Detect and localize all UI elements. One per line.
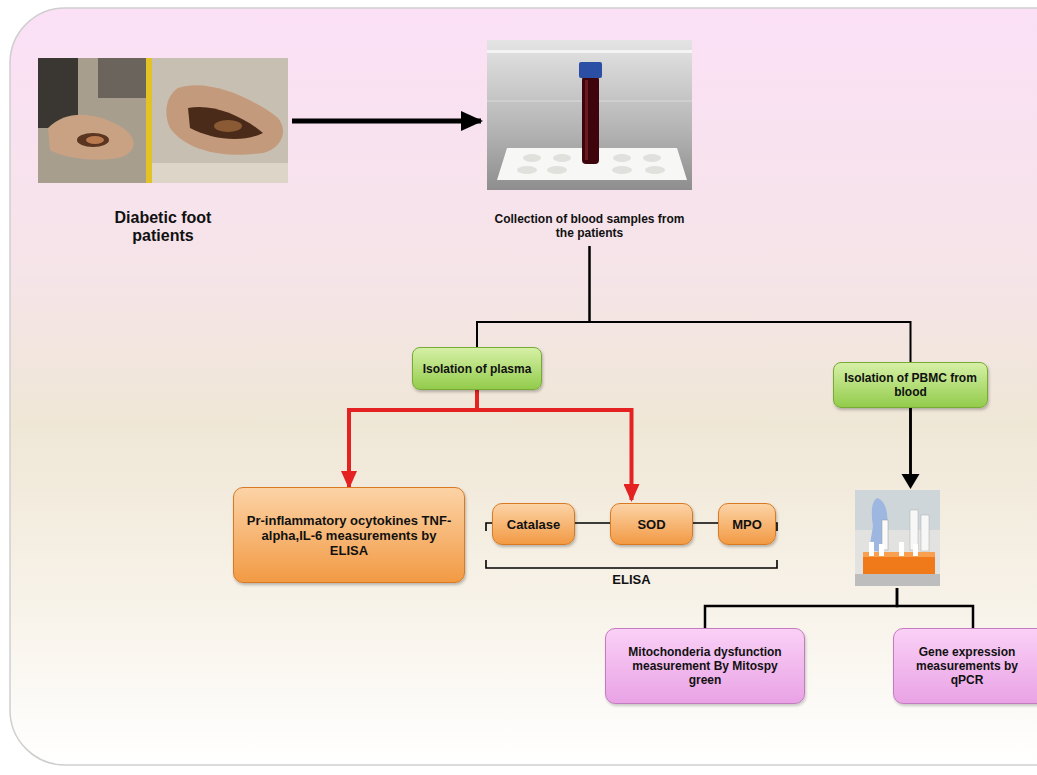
photo bbox=[38, 58, 288, 183]
process-box: Isolation of plasma bbox=[412, 347, 542, 390]
assay-box: Catalase bbox=[492, 503, 575, 545]
box-text: Catalase bbox=[507, 517, 560, 532]
node-caption: Collection of blood samples from the pat… bbox=[490, 212, 690, 240]
assay-box: Pr-inflammatory ocytokines TNF-alpha,IL-… bbox=[233, 487, 465, 583]
red-arrow-connector bbox=[477, 390, 632, 500]
process-box: Isolation of PBMC from blood bbox=[833, 362, 988, 408]
box-text: SOD bbox=[637, 517, 665, 532]
box-text: Isolation of PBMC from blood bbox=[842, 371, 979, 399]
brace-connector bbox=[477, 246, 590, 347]
measurement-box: Gene expression measurements by qPCR bbox=[893, 628, 1037, 704]
bracket-connector bbox=[705, 408, 911, 628]
patient-photo: Diabetic foot patients bbox=[38, 58, 288, 245]
foot-photo bbox=[38, 58, 288, 183]
red-arrow-connector bbox=[349, 390, 477, 487]
panel bbox=[10, 8, 1037, 765]
box-text: Gene expression measurements by qPCR bbox=[904, 645, 1030, 687]
group-label: ELISA bbox=[485, 572, 778, 587]
assay-group: ELISA Catalase SOD MPO bbox=[485, 500, 778, 595]
box-text: Mitochonderia dysfunction measurement By… bbox=[616, 645, 794, 687]
node-caption: Diabetic foot patients bbox=[93, 209, 233, 245]
measurement-box: Mitochonderia dysfunction measurement By… bbox=[605, 628, 805, 704]
arrow-connector bbox=[292, 119, 481, 124]
box-text: Pr-inflammatory ocytokines TNF-alpha,IL-… bbox=[244, 513, 454, 558]
assay-box: SOD bbox=[610, 503, 693, 545]
box-text: MPO bbox=[732, 517, 762, 532]
photo bbox=[487, 40, 692, 190]
assay-box: MPO bbox=[718, 503, 776, 545]
sample-photo: Collection of blood samples from the pat… bbox=[487, 40, 692, 240]
blood-tube-photo bbox=[487, 40, 692, 190]
pbmc-tubes-photo bbox=[855, 490, 940, 586]
brace-connector bbox=[590, 246, 911, 362]
box-text: Isolation of plasma bbox=[423, 362, 532, 376]
